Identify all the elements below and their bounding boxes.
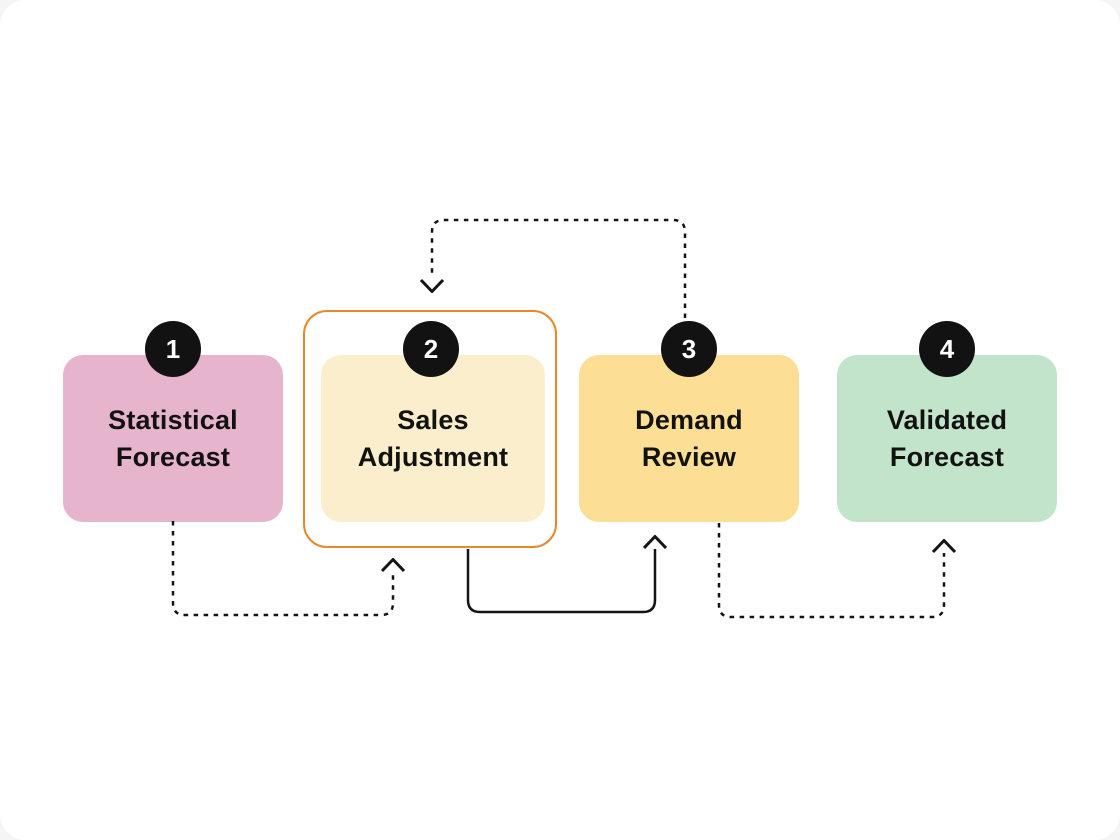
step-label-line: Forecast <box>889 441 1005 472</box>
arrowhead-up-icon <box>931 539 957 554</box>
step-label-line: Demand <box>635 404 743 435</box>
connector-3-to-4 <box>717 523 957 619</box>
step-label-line: Forecast <box>115 441 231 472</box>
step-badge-4: 4 <box>919 321 975 377</box>
step-label-line: Sales <box>397 404 469 435</box>
step-label-line: Statistical <box>108 404 238 435</box>
step-label-line: Adjustment <box>357 441 509 472</box>
step-badge-3: 3 <box>661 321 717 377</box>
step-number: 3 <box>681 333 697 364</box>
step-box-3: Demand Review <box>579 355 799 522</box>
step-box-4: Validated Forecast <box>837 355 1057 522</box>
step-box-2: Sales Adjustment <box>321 355 545 522</box>
step-label-line: Validated <box>886 404 1008 435</box>
step-number: 2 <box>423 333 439 364</box>
arrowhead-up-icon <box>642 535 668 550</box>
step-number: 1 <box>165 333 181 364</box>
step-badge-2: 2 <box>403 321 459 377</box>
step-label-line: Review <box>641 441 737 472</box>
arrowhead-down-icon <box>419 278 445 293</box>
arrowhead-up-icon <box>380 558 406 573</box>
step-number: 4 <box>939 333 955 364</box>
step-box-1: Statistical Forecast <box>63 355 283 522</box>
step-badge-1: 1 <box>145 321 201 377</box>
